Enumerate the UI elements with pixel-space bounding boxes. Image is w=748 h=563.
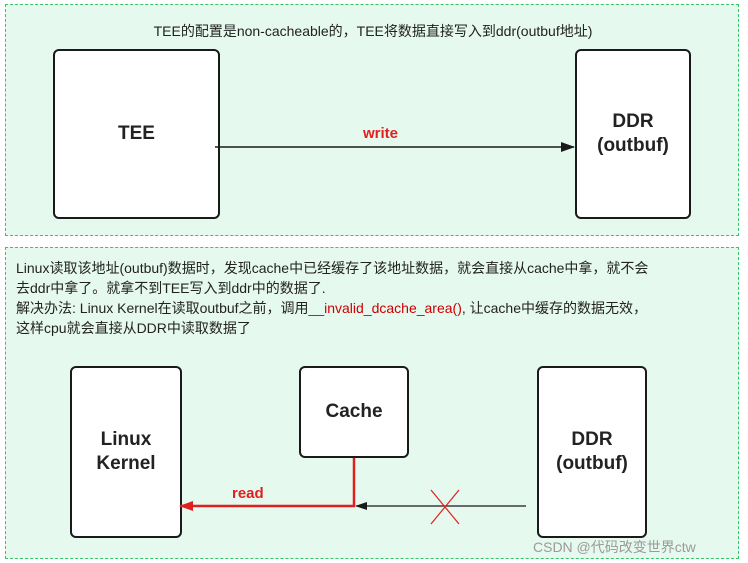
read-label: read	[232, 485, 264, 502]
ddr-bottom-label-line2: (outbuf)	[556, 453, 628, 474]
tee-label: TEE	[118, 123, 155, 144]
tee-box: TEE	[53, 49, 220, 219]
block-cross-stroke-2	[430, 489, 460, 525]
bottom-caption-line3-end: , 让cache中缓存的数据无效，	[461, 300, 647, 316]
bottom-caption: Linux读取该地址(outbuf)数据时，发现cache中已经缓存了该地址数据…	[16, 258, 732, 338]
ddr-top-label-line2: (outbuf)	[597, 135, 669, 156]
linux-label-line2: Kernel	[96, 453, 156, 474]
cache-box: Cache	[299, 366, 409, 458]
bottom-panel: Linux读取该地址(outbuf)数据时，发现cache中已经缓存了该地址数据…	[5, 247, 739, 559]
ddr-bottom-label-line1: DDR	[571, 429, 613, 450]
csdn-watermark: CSDN @代码改变世界ctw	[533, 539, 696, 555]
linux-kernel-box: Linux Kernel	[70, 366, 182, 538]
cache-label: Cache	[325, 401, 383, 422]
ddr-box-top: DDR (outbuf)	[575, 49, 691, 219]
top-panel: TEE的配置是non-cacheable的，TEE将数据直接写入到ddr(out…	[5, 4, 739, 236]
write-label: write	[363, 125, 399, 142]
bottom-caption-line1: Linux读取该地址(outbuf)数据时，发现cache中已经缓存了该地址数据…	[16, 260, 649, 276]
linux-label-line1: Linux	[100, 429, 152, 450]
top-caption: TEE的配置是non-cacheable的，TEE将数据直接写入到ddr(out…	[153, 23, 593, 39]
bottom-arrows	[179, 458, 526, 525]
ddr-box-bottom: DDR (outbuf)	[537, 366, 647, 538]
bottom-caption-line3-start: 解决办法: Linux Kernel在读取outbuf之前，调用	[16, 300, 309, 316]
invalid-dcache-fn: __invalid_dcache_area()	[308, 300, 462, 316]
top-arrows	[215, 142, 575, 152]
ddr-top-label-line1: DDR	[612, 111, 654, 132]
bottom-caption-line2: 去ddr中拿了。就拿不到TEE写入到ddr中的数据了.	[16, 280, 326, 296]
bottom-caption-line4: 这样cpu就会直接从DDR中读取数据了	[16, 320, 251, 336]
bottom-caption-line3: 解决办法: Linux Kernel在读取outbuf之前，调用__invali…	[16, 298, 732, 318]
